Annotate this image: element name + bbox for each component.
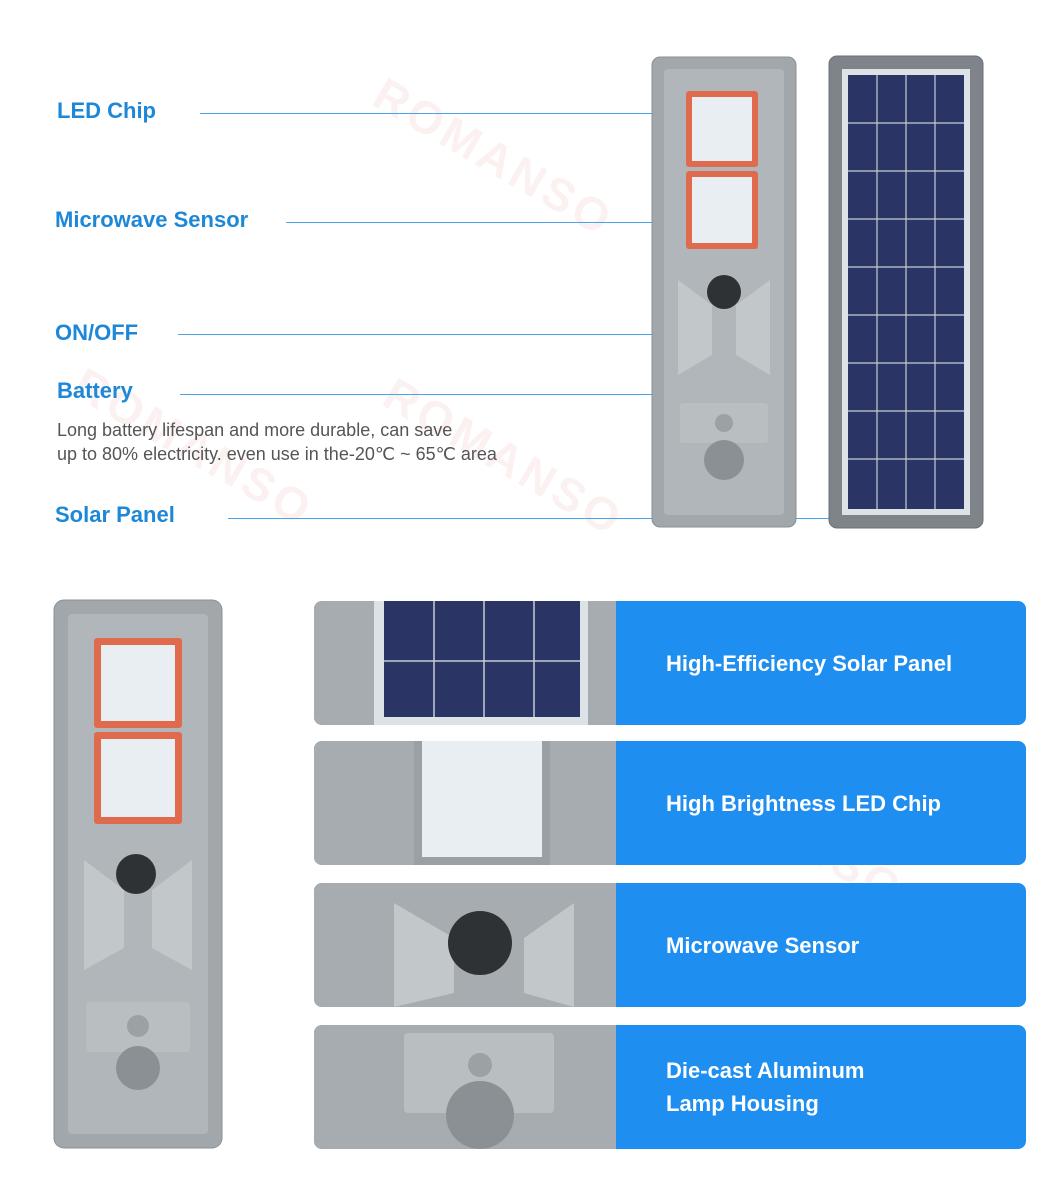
solar-panel-closeup-icon [314, 601, 616, 725]
sensor-closeup-icon [314, 883, 616, 1007]
lamp-front-illustration [651, 56, 797, 528]
feature-card-housing: Die-cast Aluminum Lamp Housing [314, 1025, 1026, 1149]
leader-line [180, 394, 714, 395]
battery-description: Long battery lifespan and more durable, … [57, 418, 497, 466]
led-chip-closeup-icon [314, 741, 616, 865]
lamp-full-illustration [53, 599, 223, 1149]
leader-line [286, 222, 718, 223]
callout-microwave-sensor: Microwave Sensor [55, 207, 249, 232]
callout-battery: Battery [57, 378, 133, 403]
feature-card-led-chip: High Brightness LED Chip [314, 741, 1026, 865]
battery-description-line: up to 80% electricity. even use in the-2… [57, 444, 497, 464]
housing-closeup-icon [314, 1025, 616, 1149]
battery-description-line: Long battery lifespan and more durable, … [57, 420, 453, 440]
feature-label: High Brightness LED Chip [666, 790, 941, 816]
leader-line [200, 113, 712, 114]
watermark: ROMANSO [364, 67, 624, 247]
leader-line [178, 334, 714, 335]
solar-panel-illustration [828, 55, 984, 529]
callout-solar-panel: Solar Panel [55, 502, 175, 527]
feature-label: High-Efficiency Solar Panel [666, 650, 953, 676]
callout-led-chip: LED Chip [57, 98, 156, 123]
feature-card-microwave-sensor: Microwave Sensor [314, 883, 1026, 1007]
feature-card-solar-panel: High-Efficiency Solar Panel [314, 601, 1026, 725]
callout-on-off: ON/OFF [55, 320, 139, 345]
feature-label: Microwave Sensor [666, 932, 860, 958]
feature-label: Die-cast Aluminum Lamp Housing [666, 1058, 865, 1116]
leader-line [228, 518, 884, 519]
